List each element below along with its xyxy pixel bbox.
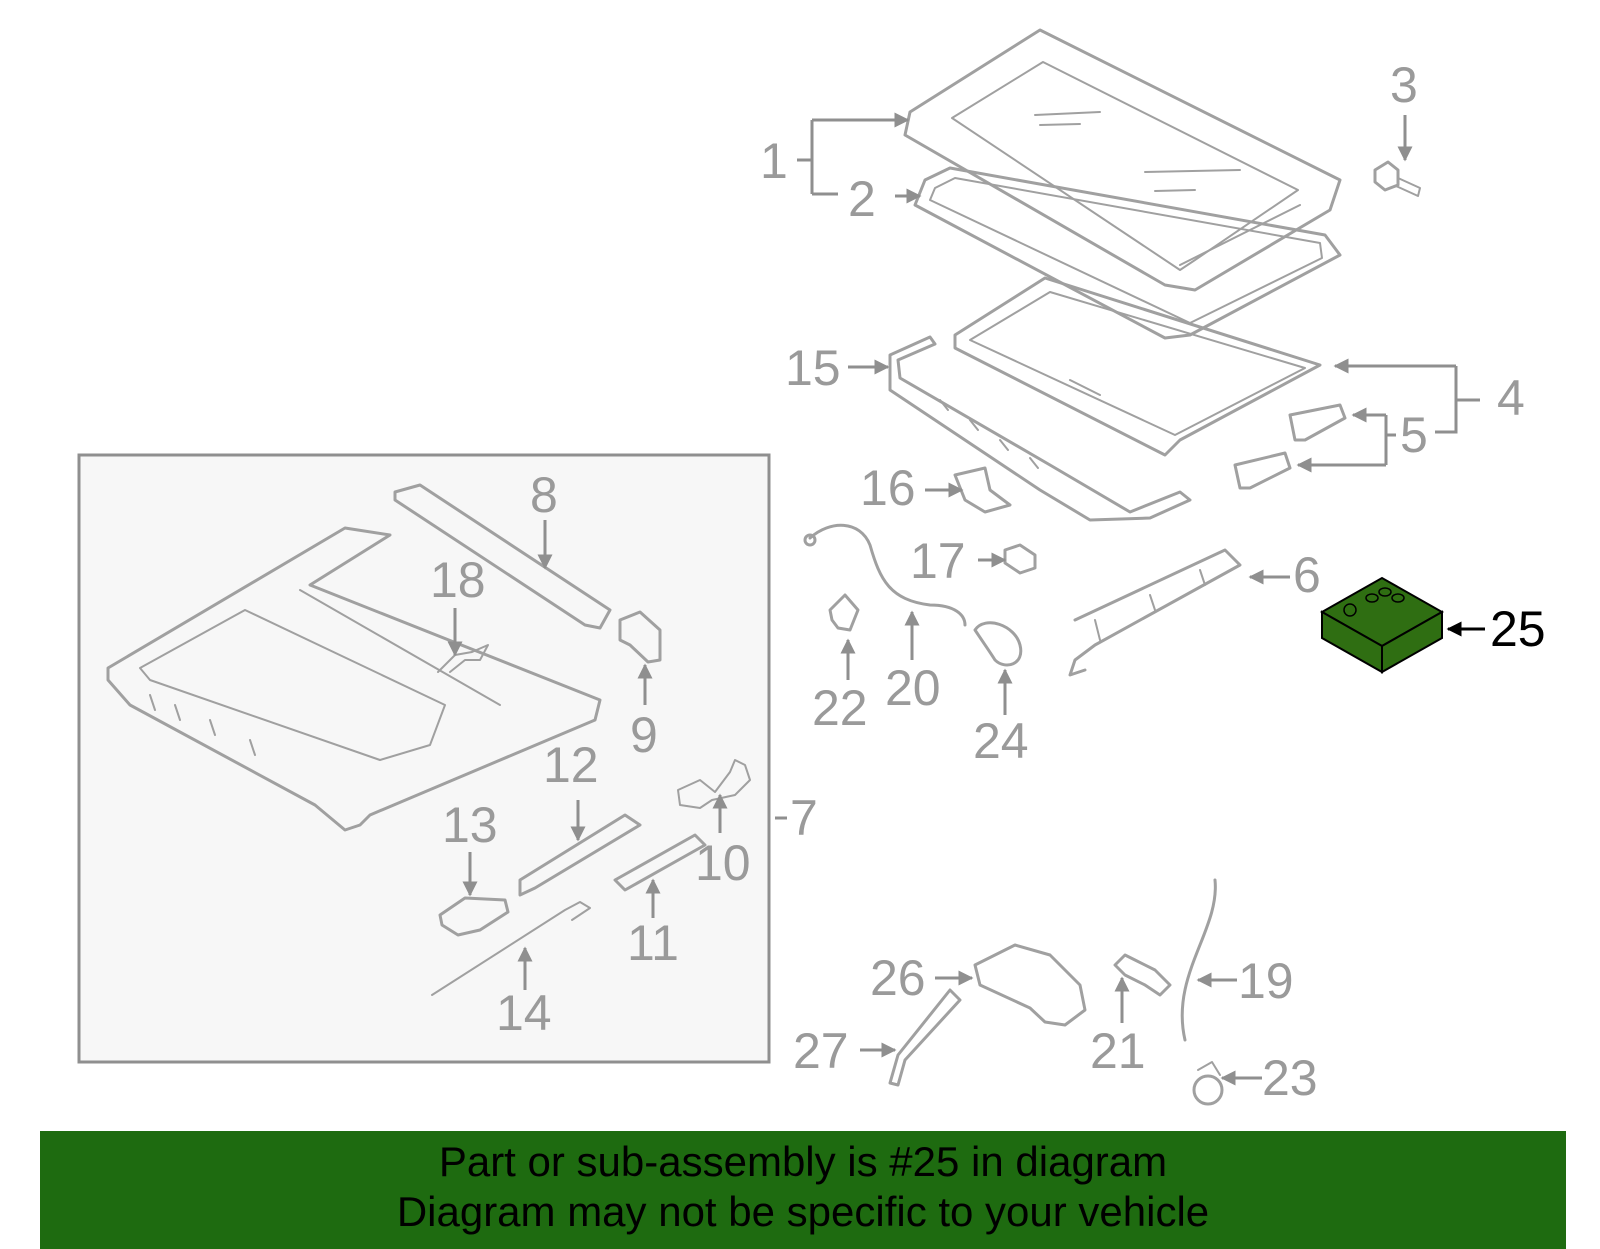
part-19-hose[interactable] <box>1180 878 1217 1042</box>
label-2: 2 <box>848 171 876 227</box>
label-13: 13 <box>442 797 498 853</box>
part-16-clip[interactable] <box>953 466 1012 514</box>
part-5-guides[interactable] <box>1233 403 1347 490</box>
part-1-glass-panel[interactable] <box>903 28 1342 292</box>
label-19: 19 <box>1238 953 1294 1009</box>
label-16: 16 <box>860 460 916 516</box>
part-17-block[interactable] <box>1003 543 1037 575</box>
part-10-bracket[interactable] <box>677 759 751 809</box>
label-8: 8 <box>530 467 558 523</box>
label-6: 6 <box>1293 547 1321 603</box>
part-3-bolt[interactable] <box>1373 160 1421 197</box>
label-25: 25 <box>1490 601 1546 657</box>
label-9: 9 <box>630 707 658 763</box>
part-24-grommet[interactable] <box>973 621 1023 667</box>
label-4: 4 <box>1497 370 1525 426</box>
label-24: 24 <box>973 713 1029 769</box>
label-7: 7 <box>790 790 818 846</box>
subassembly-box <box>77 453 771 1064</box>
part-23-grommet[interactable] <box>1192 1061 1224 1106</box>
label-10: 10 <box>695 835 751 891</box>
banner-line-1: Part or sub-assembly is #25 in diagram <box>438 1138 1168 1185</box>
label-21: 21 <box>1090 1023 1146 1079</box>
part-13-bracket[interactable] <box>438 896 510 937</box>
label-5: 5 <box>1400 407 1428 463</box>
label-22: 22 <box>812 680 868 736</box>
part-2-seal[interactable] <box>913 166 1342 340</box>
part-11-slide[interactable] <box>613 833 707 892</box>
label-1: 1 <box>760 133 788 189</box>
label-23: 23 <box>1262 1050 1318 1106</box>
part-20-drain-hose[interactable] <box>808 523 967 627</box>
info-banner: Part or sub-assembly is #25 in diagram D… <box>40 1131 1566 1249</box>
banner-line-2: Diagram may not be specific to your vehi… <box>396 1188 1210 1235</box>
label-26: 26 <box>870 950 926 1006</box>
part-15-deflector[interactable] <box>888 335 1192 522</box>
part-4-frame[interactable] <box>953 276 1322 457</box>
label-18: 18 <box>430 552 486 608</box>
part-26-motor[interactable] <box>973 943 1087 1027</box>
part-8-rail[interactable] <box>393 483 612 630</box>
part-14-cable[interactable] <box>431 901 591 996</box>
label-15: 15 <box>785 340 841 396</box>
label-11: 11 <box>627 915 679 971</box>
label-27: 27 <box>793 1023 849 1079</box>
leader-lines <box>447 112 1485 1086</box>
part-25-module[interactable] <box>1319 576 1445 674</box>
label-20: 20 <box>885 660 941 716</box>
part-6-rail[interactable] <box>1068 548 1242 677</box>
label-3: 3 <box>1390 57 1418 113</box>
part-7-subassembly-frame[interactable] <box>106 526 602 832</box>
label-14: 14 <box>496 985 552 1041</box>
part-9-bracket[interactable] <box>618 610 662 664</box>
part-22-clip[interactable] <box>828 593 860 632</box>
label-12: 12 <box>543 737 599 793</box>
part-12-slide[interactable] <box>518 813 642 897</box>
part-21-bracket[interactable] <box>1113 953 1172 997</box>
label-17: 17 <box>910 533 966 589</box>
part-27-handle[interactable] <box>888 988 962 1087</box>
